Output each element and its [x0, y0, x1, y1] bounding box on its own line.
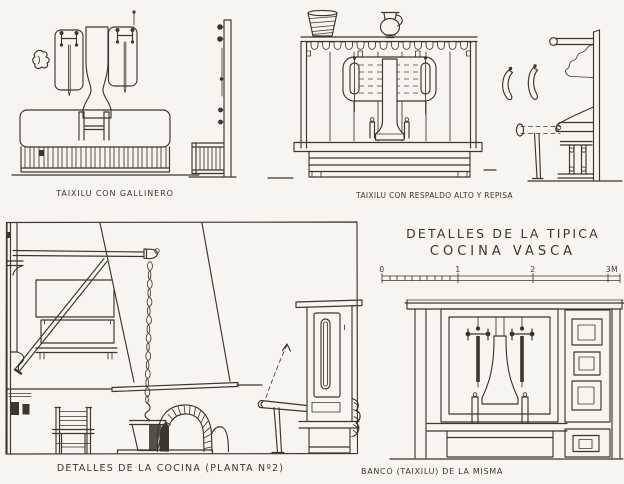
plate-title: DETALLES DE LA TIPICA COCINA VASCA	[388, 226, 618, 259]
wall-line	[6, 384, 263, 390]
side-post-and-shelf	[549, 29, 601, 181]
scale-bar: 0 1 2 3M	[379, 265, 621, 283]
hanger-straps	[465, 316, 535, 388]
side-folding-table	[515, 123, 561, 180]
cocina-caption: DETALLES DE LA COCINA (PLANTA Nº2)	[56, 463, 285, 474]
respaldo-seat-base	[293, 141, 483, 178]
column-supports	[471, 392, 529, 424]
banco-front-drawing	[389, 299, 624, 460]
left-column	[5, 222, 25, 455]
side-paneling	[564, 309, 611, 458]
shelf-and-vessels	[300, 9, 478, 43]
banco-caption: BANCO (TAIXILU) DE LA MISMA	[361, 467, 504, 476]
banco-frame	[404, 299, 624, 459]
side-bench-box	[188, 142, 294, 179]
scale-tick-3m: 3M	[606, 265, 618, 274]
pot-hook	[144, 402, 151, 422]
pot-chain	[144, 261, 153, 422]
jug-icon	[379, 17, 401, 37]
diagonal-brace	[13, 257, 108, 375]
table-leg	[271, 406, 285, 454]
banco-seat-base	[426, 422, 568, 458]
gallinero-center-column	[78, 26, 112, 141]
wall-niche	[8, 393, 32, 415]
scale-tick-2: 2	[530, 265, 535, 274]
swing-arc	[265, 344, 288, 398]
taixilu-respaldo-front-drawing	[293, 9, 483, 178]
taixilu-gallinero-front-drawing	[11, 10, 200, 176]
chimney-hood	[99, 222, 239, 393]
title-line-2: COCINA VASCA	[429, 244, 577, 259]
hearth	[116, 404, 230, 455]
chair	[51, 406, 95, 454]
wall-cleat-detail	[32, 49, 50, 69]
gallinero-caption: TAIXILU CON GALLINERO	[56, 189, 174, 198]
banco-center-column	[481, 316, 519, 405]
kitchen-elevation-drawing	[5, 221, 363, 455]
side-bench-seat	[483, 106, 623, 182]
armrest-scroll	[351, 397, 361, 438]
scale-tick-0: 0	[379, 265, 384, 274]
wall-shelves	[35, 279, 118, 360]
arrow-icon	[281, 343, 292, 352]
respaldo-caption: TAIXILU CON RESPALDO ALTO Y REPISA	[356, 191, 513, 200]
bench-side-cabinet	[257, 299, 363, 454]
fold-table-top	[257, 399, 308, 413]
scale-tick-1: 1	[455, 265, 460, 274]
gallinero-bench	[11, 109, 200, 176]
respaldo-center-column	[369, 58, 410, 141]
hanger-beam	[12, 248, 158, 260]
frame-border	[5, 221, 359, 455]
hook-details	[502, 64, 539, 101]
taixilu-gallinero-side-drawing	[188, 19, 294, 179]
side-back-plank	[217, 19, 232, 177]
gallinero-side-panels	[54, 10, 138, 96]
title-line-1: DETALLES DE LA TIPICA	[406, 226, 600, 241]
taixilu-respaldo-side-drawing	[483, 29, 623, 182]
